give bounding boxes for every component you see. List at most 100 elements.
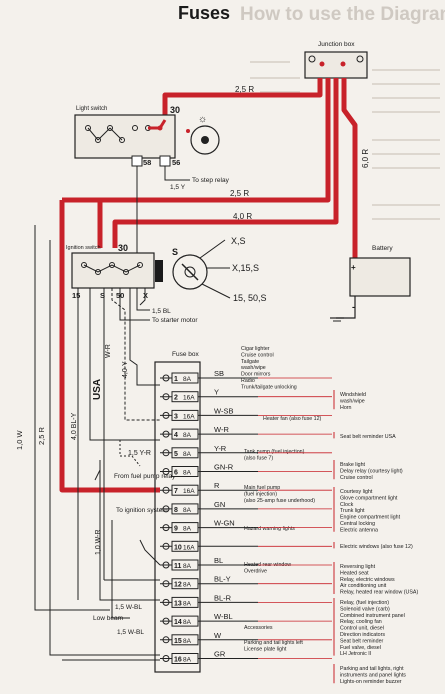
fuse-number: 14 [174,619,182,626]
consumer-text: Windshield [340,392,366,398]
consumer-text: LH Jetronic II [340,651,371,657]
fuse-number: 9 [174,526,178,533]
wire-4-0-y: 4,0-Y [122,361,129,378]
consumer-text: Accessories [244,625,273,631]
fuse-rating: 16A [183,413,195,420]
fuse-number: 2 [174,395,178,402]
consumer-text: Seat belt reminder [340,638,384,644]
fuse-terminal [162,655,170,662]
fuse-body [171,596,199,608]
consumer-c3: Heater fan (also fuse 12) [263,416,322,422]
fuse-wire-color: BL-R [214,593,232,602]
wire-1-5-y-r: 1,5 Y-R [128,450,151,457]
fuse-number: 5 [174,451,178,458]
fuse-body [171,559,199,571]
fuse-terminal [162,561,170,569]
consumer-text: Relay, cooling fan [340,619,382,625]
consumer-text: (also fuse 7) [244,455,273,461]
fuse-rating: 8A [183,376,192,383]
fuse-rating: 16A [183,544,195,551]
fuse-terminal [162,411,170,419]
fuse-rating: 8A [183,526,192,533]
consumer-c7: Main fuel pump(fuel injection)(also 25-a… [244,485,315,504]
ghost-lines [250,61,440,220]
terminal-s-key: S [172,247,178,257]
lamp-icon: ☼ [198,114,207,125]
consumer-text: Horn [340,405,352,411]
fuse-number: 4 [174,432,178,439]
consumer-text: Glove compartment light [340,495,398,501]
junction-box: Junction box [304,41,368,79]
fuse-wire-color: W-SB [214,406,233,415]
terminal-30-light: 30 [170,105,180,115]
consumer-text: Clock [340,502,354,508]
to-ignition-system-label: To ignition system [116,507,168,514]
fuse-number: 15 [174,638,182,645]
fuse-wire-color: Y [214,388,219,397]
fuse-wire-color: SB [214,369,224,378]
fuse-wire-color: R [214,481,220,490]
fuse-terminal [162,374,170,382]
consumer-text: Control unit, diesel [340,626,384,632]
consumer-text: Lights-on reminder buzzer [340,679,402,685]
battery-label: Battery [372,245,393,252]
ignition-switch-label: Ignition switch [66,245,101,251]
fuse-body [171,653,199,664]
fuse-terminal [162,449,170,457]
consumer-text: Electric antenna [340,527,378,533]
consumer-text: Overdrive [244,568,267,574]
fuse-terminal [162,430,170,438]
fuse-wire-color: W [214,631,222,640]
fuse-body [171,615,199,627]
fuse-rating: 8A [183,451,192,458]
consumer-text: Relay, heated rear window (USA) [340,590,418,596]
consumer-c16: Parking and tail lights, rightinstrument… [333,664,406,685]
consumer-text: (fuel injection) [244,491,277,497]
consumer-text: Reversing light [340,564,376,570]
consumer-text: Delay relay (courtesy light) [340,468,403,474]
consumer-text: Tailgate [241,359,259,365]
fuse-box: Fuse box [154,351,201,673]
consumer-c9: Hazard warning lights [244,526,295,532]
fuse-number: 6 [174,470,178,477]
fuse-body [171,372,199,384]
consumer-text: Air conditioning unit [340,583,387,589]
wire-1-0-w: 1,0 W [15,429,24,450]
fuse-wire-color: W-GN [214,519,235,528]
fuse-terminal [162,542,170,550]
to-step-relay-label: To step relay [192,177,230,184]
key-pos-x15s: X,15,S [232,263,259,273]
consumer-text: Tank pump (fuel injection) [244,449,305,455]
consumer-text: wash/wipe [241,365,266,371]
consumer-text: Direction indicators [340,632,385,638]
consumer-text: Main fuel pump [244,485,280,491]
consumer-text: Door mirrors [241,372,271,378]
step-relay-wire [136,166,190,311]
fuse-rating: 8A [183,638,192,645]
consumer-text: Trunk/tailgate unlocking [241,384,297,390]
consumer-text: Trunk light [340,508,365,514]
consumer-text: Combined instrument panel [340,613,405,619]
terminal-s-switch: S [100,291,105,300]
consumer-text: Parking and tail lights left [244,640,303,646]
consumer-text: Engine compartment light [340,515,401,521]
light-switch: Light switch 30 58 56 ☼ [74,105,220,167]
fuse-row: 9 8A W-GN [160,519,258,534]
fuse-body [171,391,199,403]
consumer-text: Relay, electric windows [340,577,395,583]
